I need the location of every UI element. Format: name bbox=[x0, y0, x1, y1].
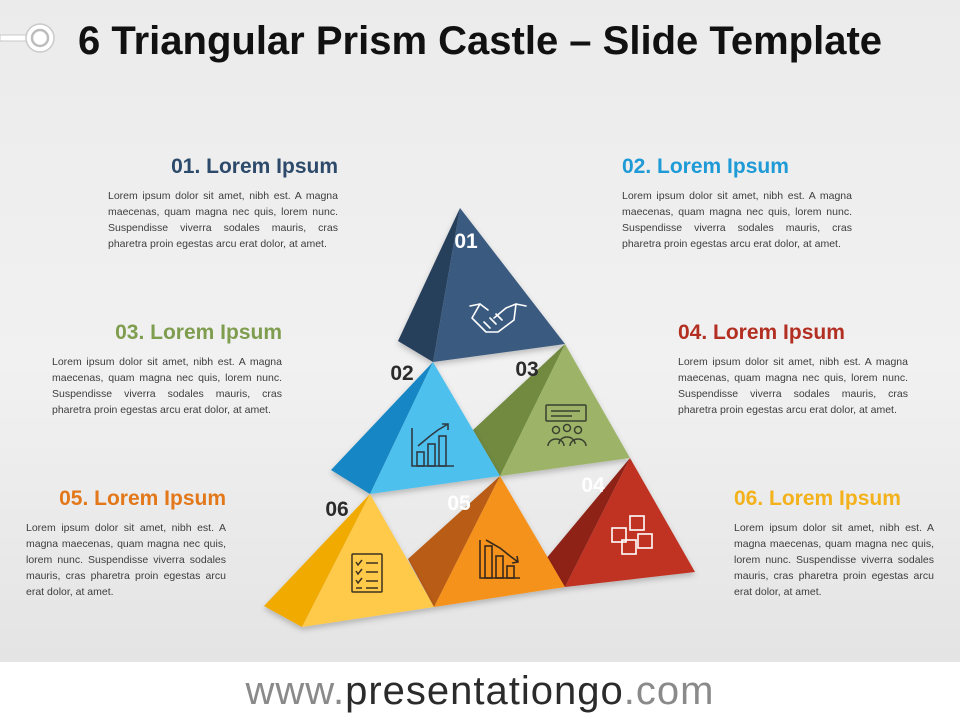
handshake-icon bbox=[469, 303, 527, 333]
footer-url[interactable]: www.presentationgo.com bbox=[0, 662, 960, 720]
heading-03: 03. Lorem Ipsum bbox=[115, 321, 282, 344]
page-title: 6 Triangular Prism Castle – Slide Templa… bbox=[78, 19, 883, 63]
body-text-04: Lorem ipsum dolor sit amet, nibh est. A … bbox=[678, 356, 908, 416]
prism-03 bbox=[473, 344, 630, 476]
text-block-01: 01. Lorem Ipsum Lorem ipsum dolor sit am… bbox=[108, 154, 338, 252]
footer-url-suffix: .com bbox=[623, 669, 715, 713]
heading-05: 05. Lorem Ipsum bbox=[59, 487, 226, 510]
bar-chart-decline-icon bbox=[479, 539, 520, 579]
heading-06: 06. Lorem Ipsum bbox=[734, 487, 901, 510]
heading-01: 01. Lorem Ipsum bbox=[171, 155, 338, 178]
number-02: 02 bbox=[390, 362, 413, 385]
heading-02: 02. Lorem Ipsum bbox=[622, 155, 789, 178]
number-03: 03 bbox=[515, 358, 538, 381]
heading-04: 04. Lorem Ipsum bbox=[678, 321, 845, 344]
text-block-03: 03. Lorem Ipsum Lorem ipsum dolor sit am… bbox=[52, 320, 282, 418]
number-05: 05 bbox=[447, 492, 471, 515]
sticky-notes-icon bbox=[611, 515, 653, 555]
prism-06 bbox=[264, 494, 434, 627]
prism-05 bbox=[408, 476, 565, 607]
number-01: 01 bbox=[454, 230, 478, 253]
prism-04 bbox=[540, 458, 695, 587]
text-block-06: 06. Lorem Ipsum Lorem ipsum dolor sit am… bbox=[734, 486, 934, 600]
checklist-icon bbox=[351, 553, 383, 593]
body-text-03: Lorem ipsum dolor sit amet, nibh est. A … bbox=[52, 356, 282, 416]
prism-01 bbox=[398, 208, 565, 362]
bar-chart-growth-icon bbox=[411, 423, 454, 467]
number-06: 06 bbox=[325, 498, 348, 521]
text-block-05: 05. Lorem Ipsum Lorem ipsum dolor sit am… bbox=[26, 486, 226, 600]
ring-decoration-icon bbox=[0, 23, 55, 53]
body-text-01: Lorem ipsum dolor sit amet, nibh est. A … bbox=[108, 190, 338, 250]
body-text-02: Lorem ipsum dolor sit amet, nibh est. A … bbox=[622, 190, 852, 250]
footer-url-prefix: www. bbox=[245, 669, 346, 713]
number-04: 04 bbox=[581, 474, 605, 497]
triangular-prism-castle-diagram: 01 02 03 04 05 06 bbox=[264, 208, 695, 627]
text-block-04: 04. Lorem Ipsum Lorem ipsum dolor sit am… bbox=[678, 320, 908, 418]
text-block-02: 02. Lorem Ipsum Lorem ipsum dolor sit am… bbox=[622, 154, 852, 252]
footer-url-brand: presentationgo bbox=[345, 669, 624, 713]
body-text-05: Lorem ipsum dolor sit amet, nibh est. A … bbox=[26, 522, 226, 598]
meeting-presentation-icon bbox=[545, 404, 587, 447]
body-text-06: Lorem ipsum dolor sit amet, nibh est. A … bbox=[734, 522, 934, 598]
prism-02 bbox=[331, 362, 500, 494]
